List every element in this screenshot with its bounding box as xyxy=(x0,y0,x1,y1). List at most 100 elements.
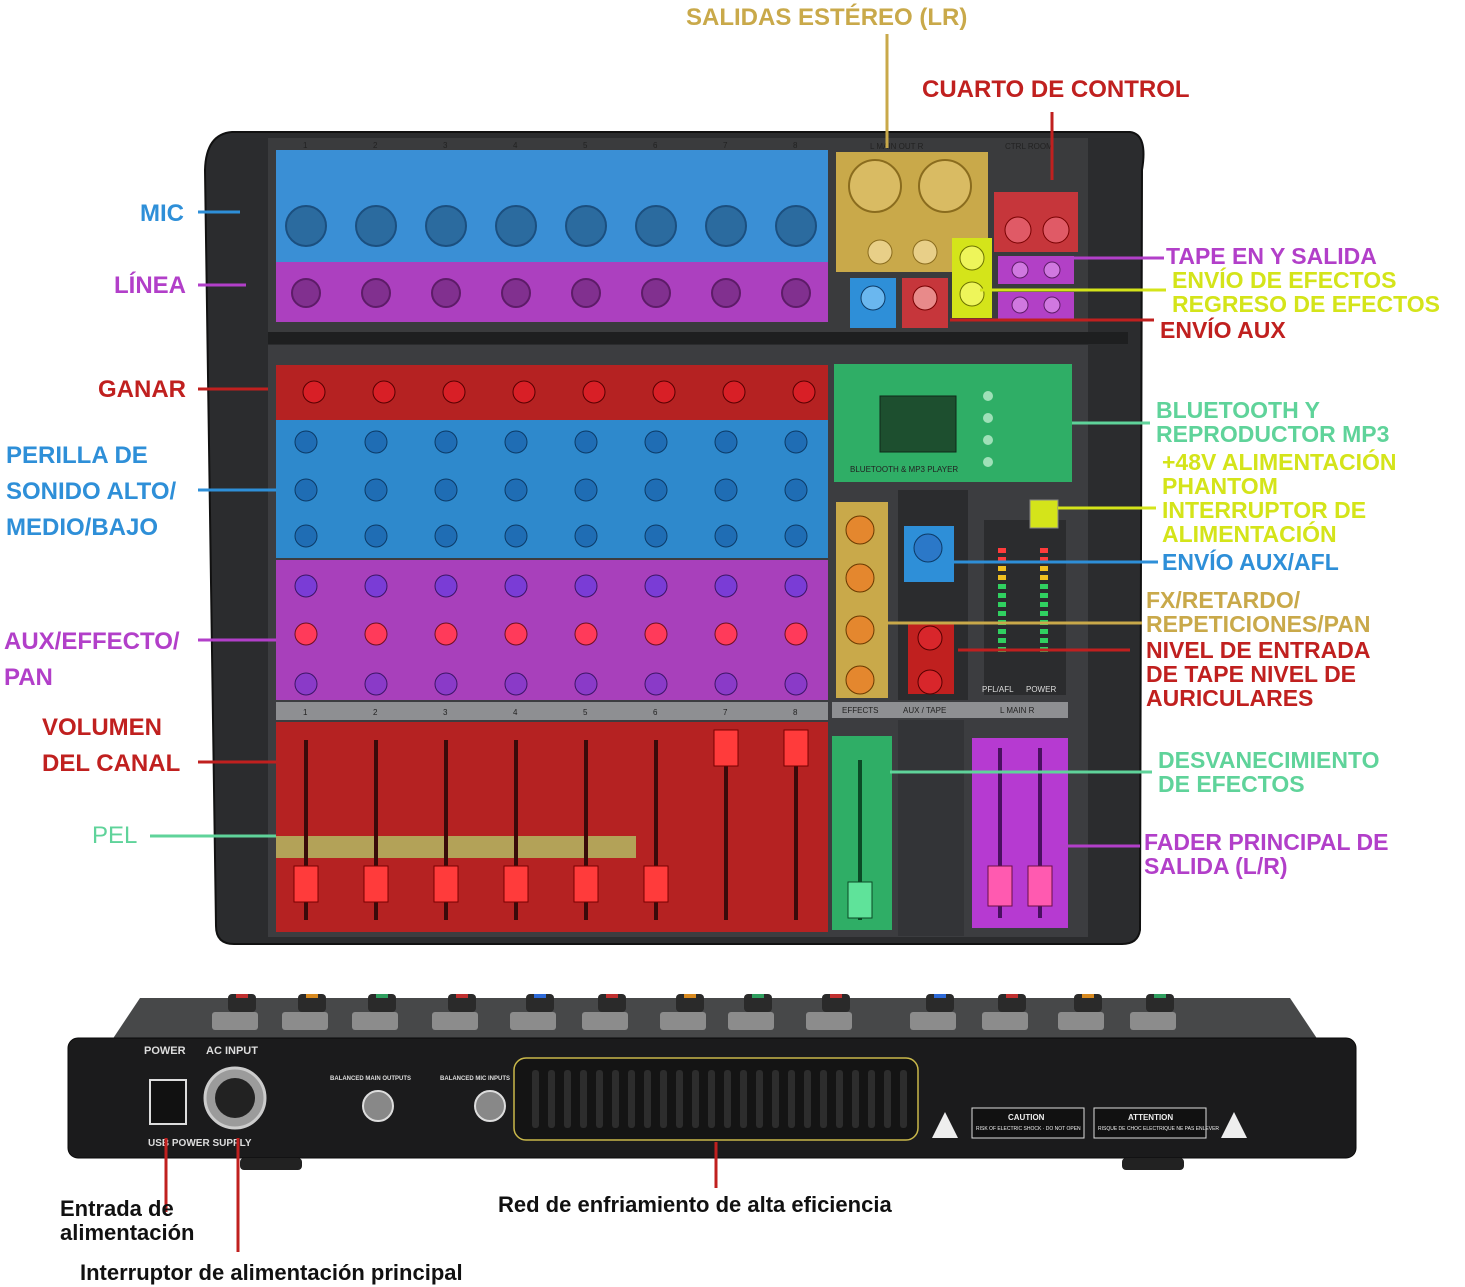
fader-slot xyxy=(794,740,798,920)
eq-knob xyxy=(784,478,808,502)
rear-jack xyxy=(1058,1012,1104,1030)
main-fader-cap xyxy=(987,865,1013,907)
fx-jack xyxy=(959,245,985,271)
grille-slot xyxy=(772,1070,779,1128)
tape-jack xyxy=(1043,296,1061,314)
main-fader-zone xyxy=(972,738,1068,928)
grille-slot xyxy=(724,1070,731,1128)
main-out-label: L MAIN OUT R xyxy=(870,142,924,151)
balanced-mic-label: BALANCED MIC INPUTS xyxy=(440,1076,510,1082)
pan-knob xyxy=(784,672,808,696)
eq-knob xyxy=(714,478,738,502)
eq-knob xyxy=(644,430,668,454)
rear-knob-mark xyxy=(1082,994,1094,998)
label-bt-1: BLUETOOTH Y xyxy=(1156,397,1320,423)
rear-knob xyxy=(1074,994,1102,1012)
rear-jack xyxy=(432,1012,478,1030)
power-led-label: POWER xyxy=(1026,685,1056,694)
grille-slot xyxy=(820,1070,827,1128)
aux-knob xyxy=(364,574,388,598)
rear-usb-label: USB POWER SUPPLY xyxy=(148,1138,252,1149)
aux-knob xyxy=(294,574,318,598)
meter-led xyxy=(998,584,1006,589)
line-jack xyxy=(641,278,671,308)
aux-knob xyxy=(434,574,458,598)
fader-slot xyxy=(514,740,518,920)
rear-jack xyxy=(352,1012,398,1030)
label-desv-1: DESVANECIMIENTO xyxy=(1158,747,1380,773)
label-linea: LÍNEA xyxy=(114,272,186,299)
bt-button xyxy=(983,391,993,401)
gain-knob xyxy=(302,380,326,404)
xlr-jack xyxy=(635,205,677,247)
caution-sub: RISK OF ELECTRIC SHOCK · DO NOT OPEN xyxy=(976,1126,1081,1132)
rear-jack xyxy=(660,1012,706,1030)
label-envio-efectos: ENVÍO DE EFECTOS xyxy=(1172,267,1397,293)
rear-knob-mark xyxy=(684,994,696,998)
rear-knob xyxy=(1146,994,1174,1012)
aux-tape-section-label: AUX / TAPE xyxy=(903,706,946,715)
meter-led xyxy=(998,575,1006,580)
eq-knob xyxy=(294,430,318,454)
rear-knob xyxy=(998,994,1026,1012)
grille-slot xyxy=(676,1070,683,1128)
grille-slot xyxy=(788,1070,795,1128)
rear-knob xyxy=(926,994,954,1012)
grille-slot xyxy=(708,1070,715,1128)
tape-zone xyxy=(998,256,1074,284)
grille-slot xyxy=(756,1070,763,1128)
xlr-jack xyxy=(355,205,397,247)
channel-number: 7 xyxy=(723,708,728,717)
eq-knob xyxy=(364,430,388,454)
phantom-switch xyxy=(1029,499,1059,529)
label-fx-1: FX/RETARDO/ xyxy=(1146,587,1301,613)
meter-led xyxy=(998,557,1006,562)
aux-fx-pan-zone xyxy=(276,560,828,700)
meter-led xyxy=(1040,575,1048,580)
label-aux-afl: ENVÍO AUX/AFL xyxy=(1162,549,1339,575)
eq-knob xyxy=(434,478,458,502)
meter-led xyxy=(998,566,1006,571)
label-aux-1: AUX/EFFECTO/ xyxy=(4,628,180,655)
ctrl-room-jack xyxy=(1004,216,1032,244)
rear-details xyxy=(212,994,1176,1030)
eq-knob xyxy=(574,430,598,454)
rear-knob-mark xyxy=(1154,994,1166,998)
fader-cap xyxy=(643,865,669,903)
label-phantom-1: +48V ALIMENTACIÓN xyxy=(1162,449,1397,475)
rear-knob xyxy=(822,994,850,1012)
label-desv-2: DE EFECTOS xyxy=(1158,771,1305,797)
fader-cap xyxy=(363,865,389,903)
label-tape: TAPE EN Y SALIDA xyxy=(1166,243,1377,269)
eq-knob xyxy=(714,430,738,454)
pel-zone xyxy=(276,836,636,858)
meter-led xyxy=(998,629,1006,634)
grille-slot xyxy=(692,1070,699,1128)
meter-led xyxy=(1040,584,1048,589)
balanced-main-label: BALANCED MAIN OUTPUTS xyxy=(330,1076,411,1082)
grille-slot xyxy=(644,1070,651,1128)
label-red-enfriamiento: Red de enfriamiento de alta eficiencia xyxy=(498,1192,892,1217)
aux-knob xyxy=(644,574,668,598)
power-switch xyxy=(149,1079,187,1125)
main-out-xlr xyxy=(848,159,902,213)
effects-knob xyxy=(845,615,875,645)
gain-knob xyxy=(722,380,746,404)
aux-knob xyxy=(574,574,598,598)
label-envio-aux: ENVÍO AUX xyxy=(1160,317,1286,343)
grille-slot xyxy=(596,1070,603,1128)
eq-knob xyxy=(364,478,388,502)
tape-level-knob xyxy=(917,625,943,651)
rear-jack xyxy=(728,1012,774,1030)
main-fader-cap xyxy=(1027,865,1053,907)
grille-slot xyxy=(836,1070,843,1128)
rear-knob-mark xyxy=(752,994,764,998)
effects-knob xyxy=(845,665,875,695)
channel-number-top: 8 xyxy=(793,141,798,150)
rear-knob-mark xyxy=(456,994,468,998)
eq-knob xyxy=(504,478,528,502)
meter-led xyxy=(998,593,1006,598)
label-ganar: GANAR xyxy=(98,376,186,403)
